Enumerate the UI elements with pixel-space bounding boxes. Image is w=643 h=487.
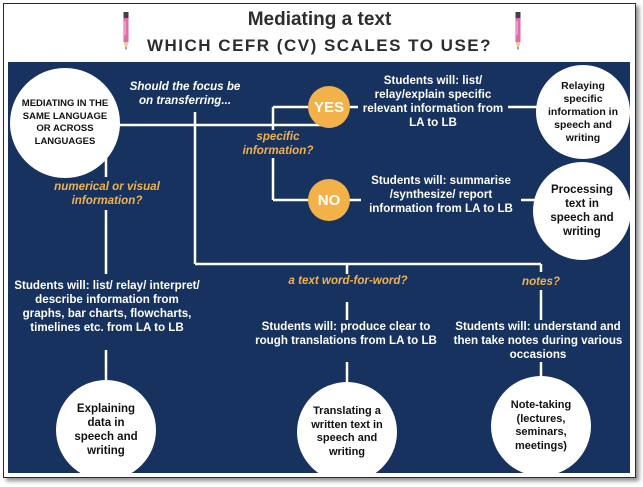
page-subtitle: WHICH CEFR (CV) SCALES TO USE? [146,36,493,55]
scale-circle-relaying: Relaying specific information in speech … [536,65,630,159]
page-title: Mediating a text [247,9,392,30]
scale-circle-translating: Translating a written text in speech and… [297,382,397,477]
data-students-text: Students will: list/ relay/ interpret/ d… [14,279,200,335]
flowchart-panel: MEDIATING IN THE SAME LANGUAGE OR ACROSS… [8,62,631,477]
scale-circle-processing: Processing text in speech and writing [533,162,631,260]
yes-badge: YES [308,86,350,128]
infographic-frame: Mediating a text WHICH CEFR (CV) SCALES … [3,3,636,478]
notes-students-text: Students will: understand and then take … [446,320,630,362]
yes-students-text: Students will: list/ relay/explain speci… [358,74,508,130]
header: Mediating a text WHICH CEFR (CV) SCALES … [4,4,635,62]
branch-notes: notes? [514,275,568,289]
start-circle: MEDIATING IN THE SAME LANGUAGE OR ACROSS… [10,68,120,178]
pen-icon [515,12,521,50]
start-question: Should the focus be on transferring... [126,80,244,108]
translate-students-text: Students will: produce clear to rough tr… [248,320,444,348]
branch-numerical-visual: numerical or visual information? [44,180,170,208]
scale-circle-explaining-data: Explaining data in speech and writing [56,380,156,477]
no-badge: NO [308,179,350,221]
branch-word-for-word: a text word-for-word? [278,274,418,288]
branch-specific-information: specific information? [238,130,318,158]
pen-icon [123,12,129,50]
scale-circle-note-taking: Note-taking (lectures, seminars, meeting… [491,376,591,476]
no-students-text: Students will: summarise /synthesize/ re… [361,174,521,216]
